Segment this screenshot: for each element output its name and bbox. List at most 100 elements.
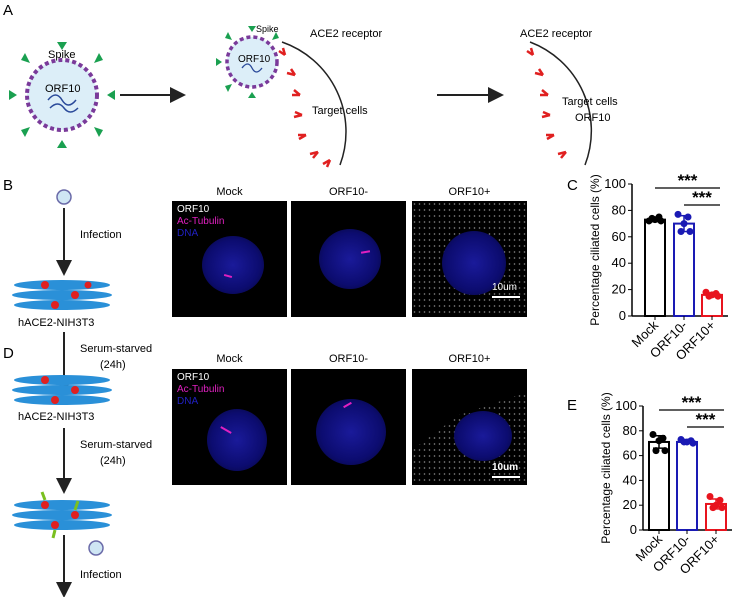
cell-line-label: hACE2-NIH3T3	[18, 317, 94, 329]
infection-label: Infection	[80, 569, 122, 581]
y-axis-label: Percentage ciliated cells (%)	[588, 174, 602, 325]
y-tick-label: 60	[623, 448, 637, 463]
data-point	[716, 496, 724, 504]
ace2-receptor-icons	[526, 47, 567, 159]
data-point	[686, 228, 694, 236]
data-point	[714, 292, 722, 300]
micrograph-orf10-pos: 10um	[412, 369, 527, 485]
data-point	[684, 213, 692, 221]
orf10-label: ORF10	[575, 112, 610, 124]
orf10-label: ORF10	[238, 54, 271, 65]
target-cells-label: Target cells	[312, 105, 368, 117]
data-point	[709, 504, 717, 512]
y-tick-label: 60	[612, 229, 626, 244]
virus-icon	[9, 42, 115, 148]
bar	[648, 440, 670, 531]
bar	[676, 440, 698, 531]
bar	[673, 222, 695, 318]
virus-icon	[56, 189, 72, 205]
scale-bar	[492, 476, 520, 478]
significance-label: ***	[682, 393, 702, 412]
significance-label: ***	[696, 410, 716, 429]
y-tick-label: 0	[630, 522, 637, 537]
ciliated-cells-icon	[12, 491, 112, 539]
legend-orf10: ORF10	[177, 372, 210, 383]
panel-label-c: C	[567, 177, 578, 194]
data-point	[705, 292, 713, 300]
data-point	[718, 504, 726, 512]
legend-ac-tubulin: Ac-Tubulin	[177, 384, 225, 395]
micro-title-orf10-pos: ORF10+	[448, 186, 491, 198]
y-tick-label: 80	[612, 202, 626, 217]
infection-label: Infection	[80, 229, 122, 241]
micro-title-orf10-pos: ORF10+	[448, 353, 491, 365]
significance-label: ***	[692, 188, 712, 207]
data-point	[661, 447, 669, 455]
bar	[644, 218, 666, 317]
micro-title-orf10-neg: ORF10-	[328, 186, 369, 198]
cell-line-label: hACE2-NIH3T3	[18, 411, 94, 423]
panel-label-e: E	[567, 397, 577, 414]
micrograph-mock: ORF10 Ac-Tubulin DNA	[172, 201, 287, 317]
serum-label: Serum-starved	[80, 439, 152, 451]
data-point	[652, 447, 660, 455]
virus-icon	[216, 26, 279, 98]
micrograph-orf10-neg	[291, 201, 406, 317]
significance-label: ***	[678, 171, 698, 190]
hours-label: (24h)	[100, 359, 126, 371]
panel-label-d: D	[3, 345, 14, 362]
hours-label: (24h)	[100, 455, 126, 467]
y-axis-label: Percentage ciliated cells (%)	[599, 392, 613, 543]
ace2-receptor-icons	[278, 47, 332, 168]
target-cell-membrane	[281, 41, 347, 166]
y-tick-label: 100	[604, 176, 626, 191]
y-tick-label: 40	[623, 472, 637, 487]
panel-label-b: B	[3, 177, 13, 194]
data-point	[680, 220, 688, 228]
micro-title-mock: Mock	[216, 186, 243, 198]
data-point	[649, 431, 657, 439]
micro-title-mock: Mock	[216, 353, 243, 365]
ace2-label: ACE2 receptor	[310, 28, 382, 40]
serum-label: Serum-starved	[80, 343, 152, 355]
y-tick-label: 20	[623, 497, 637, 512]
orf10-label: ORF10	[45, 83, 80, 95]
micrograph-orf10-pos: 10um	[412, 201, 527, 317]
virus-icon	[88, 540, 104, 556]
scale-bar-label: 10um	[492, 462, 519, 473]
data-point	[680, 438, 688, 446]
cells-icon	[12, 375, 112, 405]
legend-dna: DNA	[177, 396, 199, 407]
data-point	[689, 439, 697, 447]
micrograph-orf10-neg	[291, 369, 406, 485]
cells-icon	[12, 280, 112, 310]
ace2-label: ACE2 receptor	[520, 28, 592, 40]
data-point	[706, 493, 714, 501]
scale-bar-label: 10um	[492, 282, 518, 293]
legend-orf10: ORF10	[177, 204, 210, 215]
data-point	[657, 217, 665, 225]
y-tick-label: 0	[619, 308, 626, 323]
y-tick-label: 100	[615, 398, 637, 413]
micrograph-mock: ORF10 Ac-Tubulin DNA	[172, 369, 287, 485]
y-tick-label: 80	[623, 423, 637, 438]
data-point	[648, 214, 656, 222]
scale-bar	[492, 296, 520, 298]
spike-label: Spike	[48, 49, 76, 61]
y-tick-label: 20	[612, 282, 626, 297]
y-tick-label: 40	[612, 255, 626, 270]
legend-dna: DNA	[177, 228, 199, 239]
panel-label-a: A	[3, 2, 13, 19]
data-point	[677, 228, 685, 236]
micro-title-orf10-neg: ORF10-	[328, 353, 369, 365]
data-point	[674, 210, 682, 218]
target-cell-membrane	[529, 41, 593, 166]
data-point	[655, 437, 663, 445]
legend-ac-tubulin: Ac-Tubulin	[177, 216, 225, 227]
spike-label: Spike	[256, 24, 279, 34]
target-cells-label: Target cells	[562, 96, 618, 108]
